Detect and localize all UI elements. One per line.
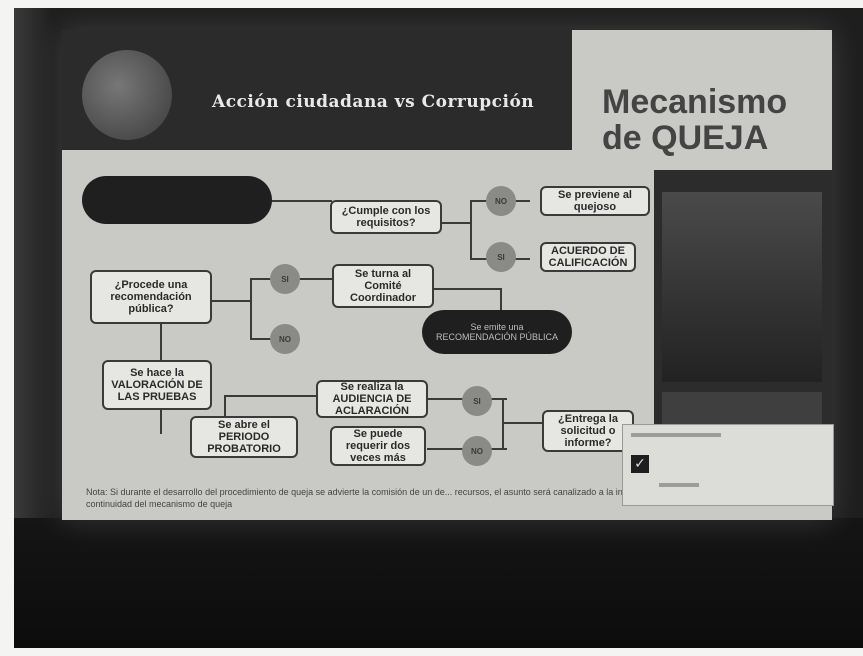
box-acuerdo-calificacion: ACUERDO DE CALIFICACIÓN [540,242,636,272]
connector [224,395,226,417]
connector [442,222,472,224]
connector [250,338,280,340]
mechanism-title-line1: Mecanismo [602,83,788,121]
notification-text-line [631,433,721,437]
connector [470,200,472,260]
box-cumple-requisitos: ¿Cumple con los requisitos? [330,200,442,234]
desk-surface [14,518,863,648]
video-feed [662,192,822,382]
mechanism-title-line2: de QUEJA [602,119,769,157]
connector [502,422,542,424]
connector [210,300,250,302]
connector [224,395,319,397]
photo-frame: Acción ciudadana vs Corrupción Mecanismo… [14,8,863,648]
connector [160,410,162,434]
box-previene-quejoso: Se previene al quejoso [540,186,650,216]
decision-no-mid: NO [270,324,300,354]
box-valoracion-pruebas: Se hace la VALORACIÓN DE LAS PRUEBAS [102,360,212,410]
video-overlay [654,170,832,470]
slide-title: Acción ciudadana vs Corrupción [212,92,535,112]
decision-si-low: SI [462,386,492,416]
checkbox-icon[interactable]: ✓ [631,455,649,473]
notification-text [659,455,819,475]
decision-no-top: NO [486,186,516,216]
pill-recomendacion-publica: Se emite una RECOMENDACIÓN PÚBLICA [422,310,572,354]
box-entrega-solicitud: ¿Entrega la solicitud o informe? [542,410,634,452]
mechanism-title: Mecanismo de QUEJA [602,85,787,155]
decision-no-low: NO [462,436,492,466]
slide-note: Nota: Si durante el desarrollo del proce… [86,487,801,509]
decision-si-mid: SI [270,264,300,294]
connector [160,322,162,364]
connector [250,278,252,340]
decision-si-top: SI [486,242,516,272]
notification-panel: ✓ [622,424,834,506]
connector [432,288,502,290]
connector [500,288,502,328]
notification-text-line [659,483,699,487]
box-comite-coordinador: Se turna al Comité Coordinador [332,264,434,308]
box-periodo-probatorio: Se abre el PERIODO PROBATORIO [190,416,298,458]
projected-slide: Acción ciudadana vs Corrupción Mecanismo… [62,30,834,520]
box-audiencia-aclaracion: Se realiza la AUDIENCIA DE ACLARACIÓN [316,380,428,418]
slide-header: Acción ciudadana vs Corrupción [62,30,572,150]
logo-emblem [82,50,172,140]
connector [272,200,332,202]
box-procede-recomendacion: ¿Procede una recomendación pública? [90,270,212,324]
box-requerir-dos-veces: Se puede requerir dos veces más [330,426,426,466]
start-pill [82,176,272,224]
